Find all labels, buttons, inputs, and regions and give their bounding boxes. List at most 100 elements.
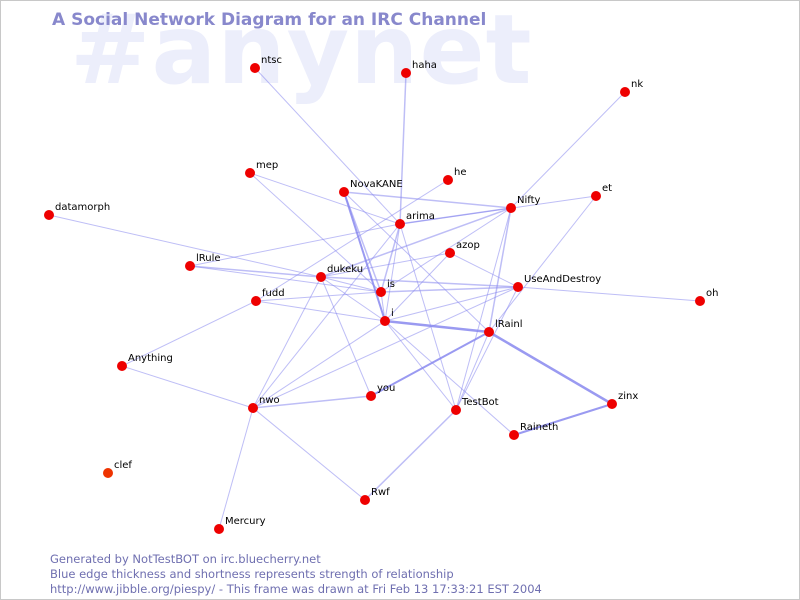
node-label-clef: clef	[114, 460, 132, 471]
node-dot-mercury	[214, 524, 224, 534]
footer: Generated by NotTestBOT on irc.bluecherr…	[50, 552, 542, 597]
edge-nwo-rwf	[252, 407, 366, 501]
node-haha: haha	[401, 60, 437, 78]
channel-watermark: #anynet	[70, 0, 533, 106]
edge-i-nwo	[252, 320, 386, 409]
node-label-azop: azop	[456, 240, 480, 251]
node-label-lrainl: lRainl	[495, 319, 523, 330]
edge-azop-dukeku	[320, 252, 451, 278]
edge-nifty-testbot	[455, 207, 512, 411]
node-azop: azop	[445, 240, 480, 258]
edge-lrainl-zinx	[488, 330, 613, 406]
node-dot-nk	[620, 87, 630, 97]
edge-useanddestroy-nwo	[252, 286, 519, 409]
node-label-raineth: Raineth	[520, 422, 558, 433]
node-datamorph: datamorph	[44, 202, 110, 220]
node-i: i	[380, 308, 394, 326]
node-novakane: NovaKANE	[339, 179, 403, 197]
node-label-datamorph: datamorph	[55, 202, 110, 213]
node-dot-is	[376, 287, 386, 297]
edge-nifty-lrainl	[488, 207, 512, 333]
node-dot-ntsc	[250, 63, 260, 73]
node-testbot: TestBot	[451, 397, 499, 415]
node-you: you	[366, 383, 395, 401]
node-nk: nk	[620, 79, 643, 97]
edge-arima-nwo	[252, 223, 401, 409]
edge-dukeku-nwo	[252, 276, 322, 409]
node-dot-lrainl	[484, 327, 494, 337]
edge-datamorph-dukeku	[48, 214, 322, 278]
edge-arima-lrule	[189, 223, 401, 267]
node-dot-useanddestroy	[513, 282, 523, 292]
edge-is-useanddestroy	[380, 286, 519, 293]
node-label-is: is	[387, 279, 395, 290]
edge-novakane-is	[343, 191, 382, 293]
node-label-arima: arima	[406, 211, 435, 222]
edge-is-fudd	[255, 291, 382, 302]
edge-i-raineth	[384, 320, 515, 436]
node-dot-raineth	[509, 430, 519, 440]
node-ntsc: ntsc	[250, 55, 282, 73]
node-label-zinx: zinx	[618, 391, 638, 402]
node-dot-he	[443, 175, 453, 185]
node-label-useanddestroy: UseAndDestroy	[524, 274, 601, 285]
edge-lrule-dukeku	[189, 265, 322, 278]
node-dot-rwf	[360, 495, 370, 505]
node-dot-et	[591, 191, 601, 201]
node-dot-zinx	[607, 399, 617, 409]
edge-novakane-i	[343, 191, 386, 322]
node-mercury: Mercury	[214, 516, 266, 534]
edge-arima-i	[384, 223, 401, 322]
node-label-i: i	[391, 308, 394, 319]
edge-novakane-nifty	[343, 191, 512, 209]
edge-ntsc-arima	[254, 67, 401, 225]
node-is: is	[376, 279, 395, 297]
node-dot-arima	[395, 219, 405, 229]
node-label-haha: haha	[412, 60, 437, 71]
edge-azop-i	[384, 252, 451, 322]
edge-useanddestroy-testbot	[455, 286, 519, 411]
node-label-mercury: Mercury	[225, 516, 266, 527]
node-label-he: he	[454, 167, 467, 178]
edge-dukeku-is	[320, 276, 382, 293]
node-lrule: lRule	[185, 253, 221, 271]
edge-useanddestroy-oh	[517, 286, 701, 302]
node-dot-i	[380, 316, 390, 326]
node-dot-datamorph	[44, 210, 54, 220]
node-lrainl: lRainl	[484, 319, 523, 337]
edge-arima-nifty	[399, 207, 512, 225]
node-label-dukeku: dukeku	[327, 264, 363, 275]
node-dot-nifty	[506, 203, 516, 213]
edge-fudd-i	[255, 300, 386, 322]
node-dot-nwo	[248, 403, 258, 413]
edge-mep-arima	[249, 172, 401, 225]
node-label-ntsc: ntsc	[261, 55, 282, 66]
edge-nwo-mercury	[218, 407, 254, 530]
node-mep: mep	[245, 160, 278, 178]
edge-dukeku-you	[320, 276, 372, 397]
footer-legend-note: Blue edge thickness and shortness repres…	[50, 567, 454, 581]
edge-zinx-raineth	[513, 403, 613, 436]
node-rwf: Rwf	[360, 487, 390, 505]
edge-useanddestroy-i	[384, 286, 519, 322]
node-nifty: Nifty	[506, 195, 541, 213]
node-label-mep: mep	[256, 160, 278, 171]
footer-generated-by: Generated by NotTestBOT on irc.bluecherr…	[50, 552, 321, 566]
edge-lrainl-testbot	[455, 331, 490, 411]
node-dot-clef	[103, 468, 113, 478]
node-dot-azop	[445, 248, 455, 258]
edge-novakane-lrainl	[343, 191, 490, 333]
node-label-oh: oh	[706, 288, 718, 299]
node-dukeku: dukeku	[316, 264, 363, 282]
node-label-fudd: fudd	[262, 288, 285, 299]
edge-lrainl-you	[370, 331, 490, 397]
edge-nwo-you	[252, 395, 372, 409]
edge-i-testbot	[384, 320, 457, 411]
node-dot-anything	[117, 361, 127, 371]
edge-arima-testbot	[399, 223, 457, 411]
node-zinx: zinx	[607, 391, 638, 409]
node-dot-haha	[401, 68, 411, 78]
node-label-lrule: lRule	[196, 253, 221, 264]
